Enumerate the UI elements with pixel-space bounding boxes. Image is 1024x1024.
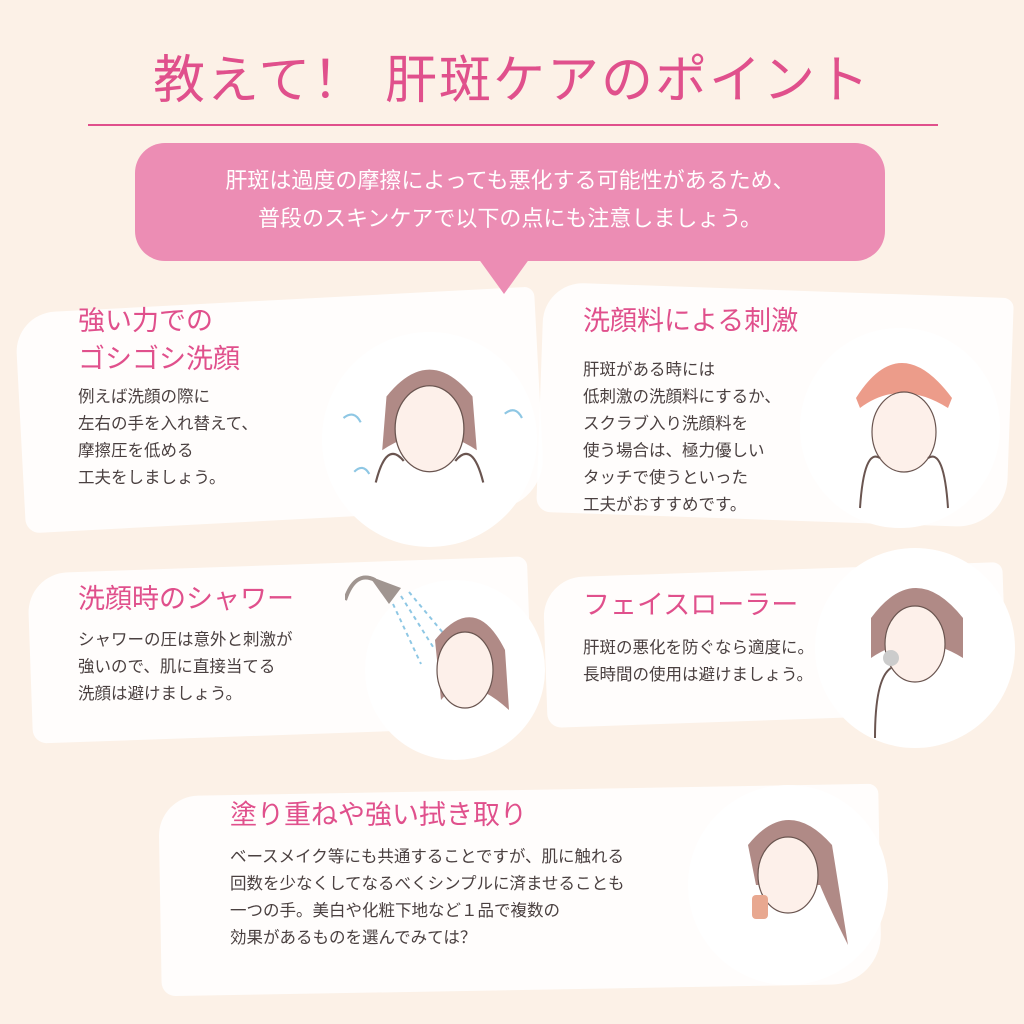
page-title: 教えて！ 肝斑ケアのポイント	[153, 51, 871, 111]
body-line: 肝斑の悪化を防ぐなら適度に。	[583, 638, 814, 657]
body-line: 左右の手を入れ替えて、	[78, 414, 258, 433]
body-line: タッチで使うといった	[583, 468, 748, 487]
title-divider	[88, 124, 938, 126]
body-line: 強いので、肌に直接当てる	[78, 657, 276, 676]
section-body: 肝斑の悪化を防ぐなら適度に。長時間の使用は避けましょう。	[583, 634, 814, 688]
heading-line: 洗顔時のシャワー	[78, 584, 294, 615]
section-body: ベースメイク等にも共通することですが、肌に触れる回数を少なくしてなるべくシンプル…	[230, 843, 625, 951]
body-line: 肝斑がある時には	[583, 360, 715, 379]
towel-illustration	[800, 328, 1000, 528]
face-wash-illustration	[322, 332, 537, 547]
section-heading: フェイスローラー	[583, 587, 798, 625]
makeup-illustration	[688, 785, 888, 985]
body-line: シャワーの圧は意外と刺激が	[78, 630, 293, 649]
bubble-tail	[478, 258, 530, 294]
section-heading: 強い力でのゴシゴシ洗顔	[78, 303, 240, 379]
section-body: シャワーの圧は意外と刺激が強いので、肌に直接当てる洗顔は避けましょう。	[78, 626, 293, 707]
body-line: 工夫がおすすめです。	[583, 495, 747, 514]
body-line: 工夫をしましょう。	[78, 468, 226, 487]
intro-line: 普段のスキンケアで以下の点にも注意しましょう。	[257, 207, 763, 232]
shower-illustration	[343, 560, 545, 760]
body-line: 使う場合は、極力優しい	[583, 441, 765, 460]
heading-line: フェイスローラー	[583, 590, 799, 621]
body-line: 一つの手。美白や化粧下地など１品で複数の	[230, 901, 560, 920]
body-line: 洗顔は避けましょう。	[78, 684, 243, 703]
heading-line: 強い力での	[78, 306, 213, 337]
body-line: ベースメイク等にも共通することですが、肌に触れる	[230, 847, 625, 866]
section-heading: 塗り重ねや強い拭き取り	[230, 797, 527, 835]
body-line: 例えば洗顔の際に	[78, 387, 210, 406]
face-roller-illustration	[815, 548, 1015, 748]
heading-line: 洗顔料による刺激	[583, 306, 799, 337]
body-line: 効果があるものを選んでみては？	[230, 928, 477, 947]
section-body: 例えば洗顔の際に左右の手を入れ替えて、摩擦圧を低める工夫をしましょう。	[78, 383, 258, 491]
section-heading: 洗顔時のシャワー	[78, 581, 294, 619]
body-line: 長時間の使用は避けましょう。	[583, 665, 814, 684]
body-line: スクラブ入り洗顔料を	[583, 414, 748, 433]
body-line: 摩擦圧を低める	[78, 441, 194, 460]
body-line: 低刺激の洗顔料にするか、	[583, 387, 781, 406]
section-body: 肝斑がある時には低刺激の洗顔料にするか、スクラブ入り洗顔料を使う場合は、極力優し…	[583, 356, 781, 518]
intro-bubble: 肝斑は過度の摩擦によっても悪化する可能性があるため、 普段のスキンケアで以下の点…	[135, 143, 885, 261]
heading-line: ゴシゴシ洗顔	[78, 344, 240, 375]
body-line: 回数を少なくしてなるべくシンプルに済ませることも	[230, 874, 625, 893]
intro-line: 肝斑は過度の摩擦によっても悪化する可能性があるため、	[225, 169, 795, 194]
heading-line: 塗り重ねや強い拭き取り	[230, 800, 527, 831]
section-heading: 洗顔料による刺激	[583, 303, 798, 341]
